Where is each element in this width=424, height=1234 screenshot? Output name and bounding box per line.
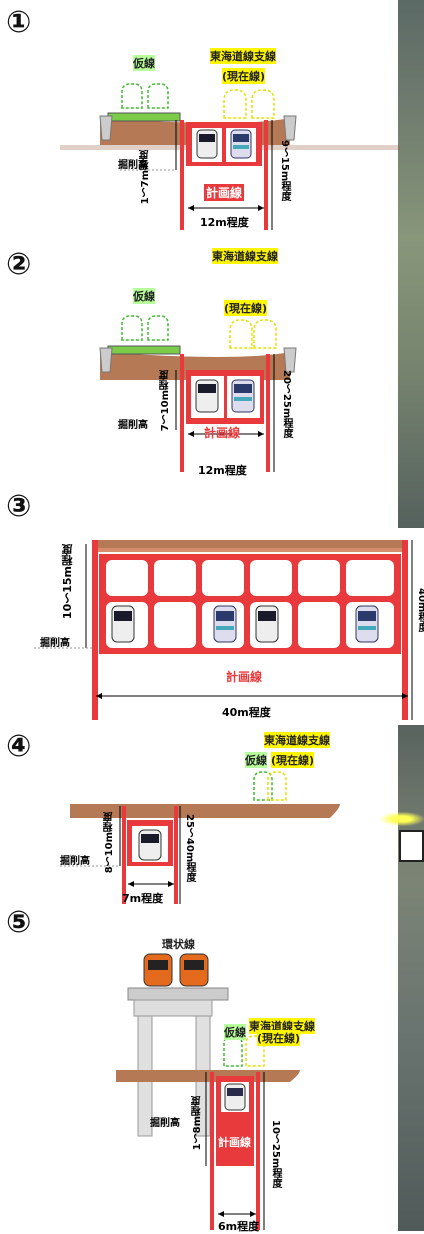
line-label: 東海道線支線 — [212, 248, 278, 264]
section-3: ③ — [0, 489, 424, 726]
temp-track-label: 仮線 — [133, 288, 155, 304]
temp-track-label: 仮線 — [224, 1024, 246, 1040]
total-depth-label: 9～15m程度 — [279, 140, 290, 202]
depth-label: 8～10m程度 — [104, 812, 115, 874]
total-depth-label: 40m程度 — [416, 588, 424, 633]
plan-line-label: 計画線 — [204, 184, 245, 201]
aerial-photo-top — [398, 0, 424, 528]
width-label: 40m程度 — [222, 706, 271, 719]
plan-line-label: 計画線 — [130, 868, 163, 881]
cross-section-diagram — [99, 315, 297, 472]
excavation-label: 掘削高 — [150, 1118, 180, 1129]
total-depth-label: 20～25m程度 — [281, 370, 292, 439]
temp-track-label: 仮線 — [245, 752, 267, 768]
current-line-label: (現在線) — [222, 68, 266, 84]
current-line-label: (現在線) — [271, 752, 315, 768]
cross-section-diagram — [60, 771, 340, 904]
width-label: 6m程度 — [218, 1220, 260, 1233]
section-4: ④ 東海道線支線 仮線 (現在線) 8～10m程度 掘削高 25～40m程度 計… — [0, 726, 398, 906]
excavation-label: 掘削高 — [118, 420, 148, 431]
width-label: 12m程度 — [200, 216, 249, 229]
current-line-label: (現在線) — [257, 1030, 301, 1046]
depth-label: 7～10m程度 — [160, 370, 171, 432]
depth-label: 1～7m程度 — [140, 150, 151, 205]
total-depth-label: 25～40m程度 — [184, 814, 195, 883]
excavation-label: 掘削高 — [60, 856, 90, 867]
aerial-photo-bottom — [398, 725, 424, 1231]
temp-track-label: 仮線 — [133, 55, 155, 71]
depth-label: 10～15m程度 — [61, 544, 74, 620]
step-number: ② — [6, 247, 32, 282]
depth-label: 1～8m程度 — [192, 1096, 203, 1151]
cross-section-diagram — [34, 540, 413, 720]
step-number: ① — [6, 5, 32, 40]
section-1: ① 仮線 東海道線支線 (現在線) 掘削高 1～7m程度 — [0, 0, 400, 240]
yellow-highlight-marker — [380, 812, 424, 826]
step-number: ④ — [6, 729, 32, 764]
cross-section-diagram — [116, 953, 300, 1230]
line-label: 東海道線支線 — [264, 732, 330, 748]
photo-frame-box — [399, 830, 424, 862]
section-2: ② 仮線 東海道線支線 (現在線) 掘削高 7～10m程度 20～25m程度 計… — [0, 240, 398, 490]
total-depth-label: 10～25m程度 — [270, 1120, 281, 1189]
width-label: 12m程度 — [198, 464, 247, 477]
step-number: ③ — [6, 489, 32, 524]
loop-line-label: 環状線 — [162, 938, 195, 951]
plan-line-label: 計画線 — [204, 426, 241, 440]
cross-section-diagram — [60, 83, 400, 230]
current-line-label: (現在線) — [224, 300, 268, 316]
section-5: ⑤ 環状線 東海道線支線 仮線 (現在線) 掘削高 1～8m程度 10～25m程… — [0, 905, 398, 1233]
excavation-label: 掘削高 — [40, 638, 70, 649]
plan-line-label: 計画線 — [226, 670, 263, 684]
step-number: ⑤ — [6, 905, 32, 940]
plan-line-label: 計画線 — [218, 1136, 251, 1149]
line-label: 東海道線支線 — [210, 48, 276, 64]
width-label: 7m程度 — [122, 892, 164, 905]
excavation-label: 掘削高 — [118, 160, 148, 171]
